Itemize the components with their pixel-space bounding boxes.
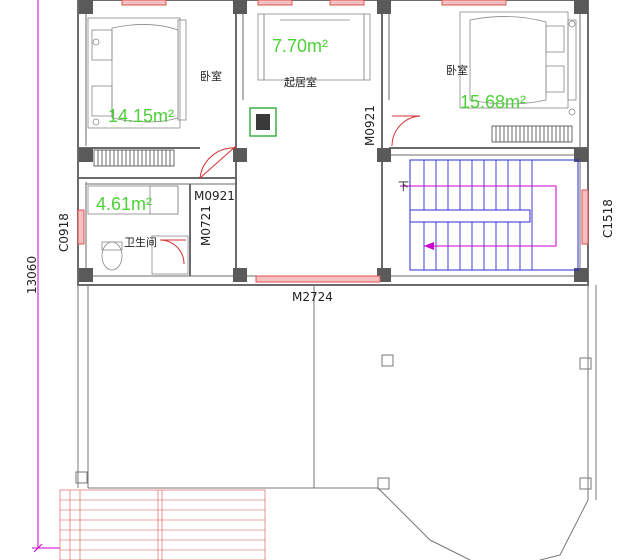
- walls: [77, 0, 589, 286]
- bed-right: [459, 11, 577, 116]
- dimension-total-label: 13060: [25, 256, 39, 294]
- plant-icon: [249, 107, 277, 137]
- room-name-living: 起居室: [284, 75, 317, 89]
- entrance-steps: [59, 489, 266, 560]
- railings: [93, 125, 573, 167]
- bath-fixtures: [87, 185, 189, 275]
- door-m0721-label: M0721: [199, 205, 213, 246]
- door-m0921-lower-label: M0921: [194, 189, 235, 203]
- door-m2724-frame: [255, 275, 381, 283]
- room-name-bathroom: 卫生间: [124, 235, 157, 249]
- room-area-bedroom-right: 15.68m²: [460, 92, 526, 112]
- window-c0918: [77, 209, 85, 245]
- window-c1518: [581, 189, 589, 245]
- bed-left: [87, 17, 187, 129]
- doors: [159, 115, 421, 265]
- staircase: 下: [398, 159, 579, 271]
- room-area-living: 7.70m²: [272, 36, 328, 56]
- dimension-line: 13060: [25, 0, 60, 553]
- stair-direction-label: 下: [398, 180, 409, 193]
- sofa: [257, 13, 371, 81]
- windows: [77, 0, 589, 283]
- door-m0921-upper-label: M0921: [363, 105, 377, 146]
- door-m2724-label: M2724: [292, 290, 333, 304]
- window-c1518-label: C1518: [601, 199, 615, 238]
- room-area-bedroom-left: 14.15m²: [108, 106, 174, 126]
- terrace: [75, 285, 597, 560]
- window-c0918-label: C0918: [57, 213, 71, 252]
- room-area-bathroom: 4.61m²: [96, 194, 152, 214]
- room-name-bedroom-right: 卧室: [446, 63, 468, 77]
- room-name-bedroom-left: 卧室: [200, 69, 222, 83]
